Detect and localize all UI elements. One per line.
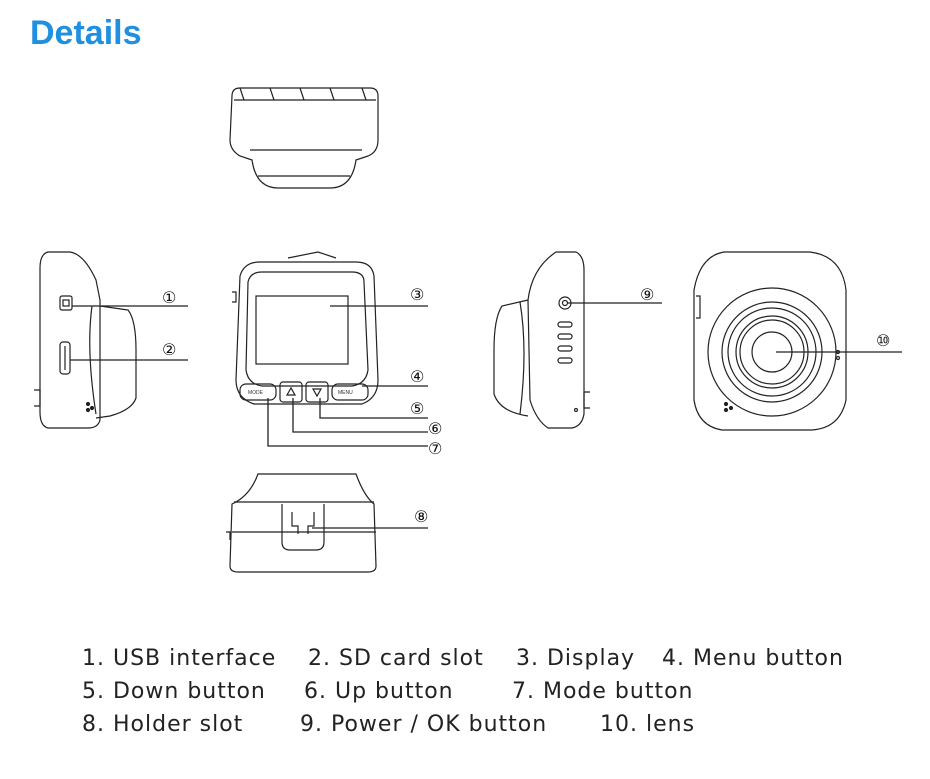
up-button	[279, 381, 303, 403]
top-view	[229, 87, 379, 189]
callout-10: ⑩	[876, 331, 890, 350]
page-title: Details	[30, 14, 142, 52]
callout-3: ③	[410, 285, 424, 304]
mode-button	[239, 383, 277, 401]
callout-8: ⑧	[414, 507, 428, 526]
callout-9: ⑨	[640, 285, 654, 304]
callout-6: ⑥	[428, 419, 442, 438]
legend-item-mode-button: 7. Mode button	[512, 679, 694, 704]
holder-slot-icon	[281, 504, 325, 551]
legend-item-sd-card-slot: 2. SD card slot	[308, 646, 484, 671]
right-side-view	[493, 251, 590, 429]
callout-7: ⑦	[428, 439, 442, 458]
dashcam-diagram: MODE MENU	[34, 87, 902, 573]
menu-button	[331, 383, 369, 401]
usb-port-icon	[59, 295, 73, 311]
callout-2: ②	[162, 340, 176, 359]
down-button	[305, 381, 329, 403]
front-display-view: MODE MENU	[232, 251, 379, 405]
display-screen	[255, 295, 349, 365]
callout-1: ①	[162, 288, 176, 307]
legend-item-display: 3. Display	[516, 646, 636, 671]
callout-5: ⑤	[410, 399, 424, 418]
bottom-view	[226, 473, 377, 573]
leader-lines	[70, 302, 902, 529]
legend-item-menu-button: 4. Menu button	[662, 646, 844, 671]
rear-lens-view	[693, 251, 847, 431]
callout-4: ④	[410, 367, 424, 386]
legend-item-up-button: 6. Up button	[304, 679, 454, 704]
sd-slot-icon	[59, 341, 71, 375]
legend-item-holder-slot: 8. Holder slot	[82, 712, 244, 737]
legend-item-lens: 10. lens	[600, 712, 696, 737]
legend-item-usb-interface: 1. USB interface	[82, 646, 277, 671]
left-side-view	[34, 251, 137, 429]
legend-item-power-ok-button: 9. Power / OK button	[300, 712, 548, 737]
menu-button-label: MENU	[338, 390, 353, 396]
callouts: ① ② ③ ④ ⑤ ⑥ ⑦ ⑧ ⑨ ⑩	[162, 285, 890, 526]
legend-item-down-button: 5. Down button	[82, 679, 266, 704]
mode-button-label: MODE	[248, 390, 264, 396]
